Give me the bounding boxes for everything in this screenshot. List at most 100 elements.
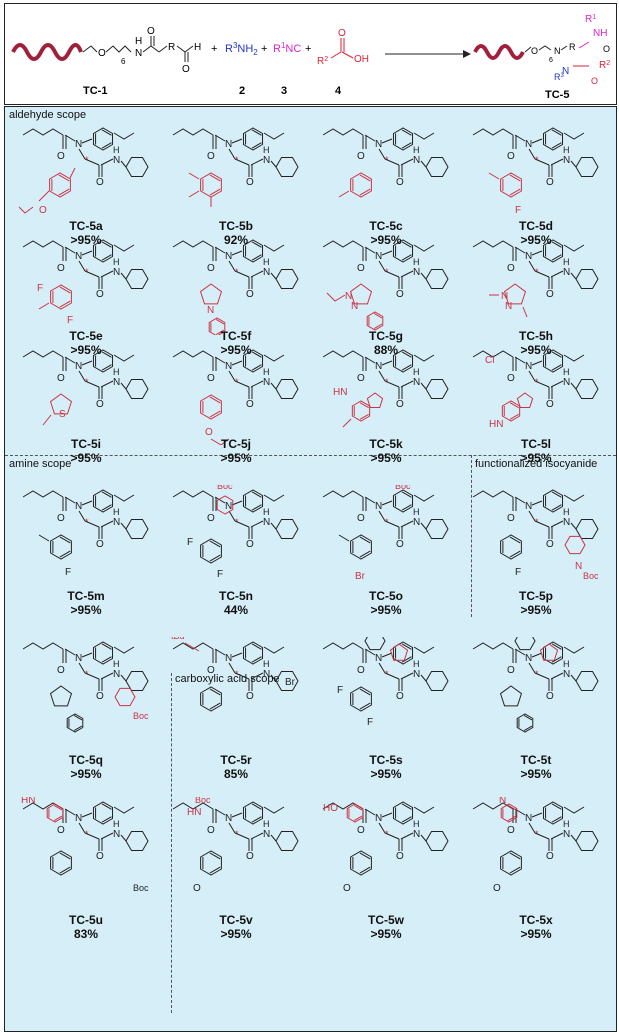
product-amide-n: N xyxy=(554,46,561,56)
linker-subscript: 6 xyxy=(121,57,126,66)
svg-text:N: N xyxy=(351,301,358,312)
plus-2: + xyxy=(261,43,267,55)
compound-id: TC-5m xyxy=(67,589,105,603)
svg-text:S: S xyxy=(59,409,66,420)
svg-text:H: H xyxy=(113,367,120,377)
compound-id: TC-5v xyxy=(219,913,253,927)
svg-text:O: O xyxy=(246,691,254,702)
section-aldehyde-scope: aldehyde scope xyxy=(9,109,87,121)
svg-text:O: O xyxy=(57,825,65,836)
svg-text:N: N xyxy=(413,517,420,528)
svg-text:N: N xyxy=(263,517,270,528)
svg-text:H: H xyxy=(563,145,570,155)
svg-text:N: N xyxy=(563,267,570,278)
svg-text:F: F xyxy=(367,717,373,728)
svg-text:N: N xyxy=(413,377,420,388)
product-r3-label: R3 xyxy=(554,72,565,82)
svg-text:N: N xyxy=(563,155,570,166)
reagent-3-number: 3 xyxy=(281,85,287,97)
svg-text:N: N xyxy=(113,267,120,278)
product-o-2: O xyxy=(591,76,598,86)
svg-text:O: O xyxy=(507,825,515,836)
svg-text:N: N xyxy=(375,813,382,824)
compound-id: TC-5n xyxy=(219,589,253,603)
section-isocyanide-scope: functionalized isocyanide xyxy=(475,458,598,470)
svg-text:O: O xyxy=(207,151,215,162)
structure-svg: ON*ONH xyxy=(322,127,449,198)
svg-text:N: N xyxy=(499,797,506,806)
svg-text:O: O xyxy=(493,883,501,894)
svg-text:H: H xyxy=(263,367,270,377)
structure-svg: ON*ONH xyxy=(472,631,599,733)
compound-label: TC-5f>95% xyxy=(161,329,311,357)
svg-text:Boc: Boc xyxy=(217,485,233,491)
svg-text:O: O xyxy=(396,289,404,300)
structure-tc-5c: ON*ONH xyxy=(315,123,461,228)
compound-yield: 88% xyxy=(373,343,399,357)
svg-text:O: O xyxy=(205,427,213,438)
compound-label: TC-5e>95% xyxy=(11,329,161,357)
compound-yield: >95% xyxy=(370,767,402,781)
product-r: R xyxy=(569,42,576,52)
svg-text:F: F xyxy=(515,567,521,578)
svg-text:N: N xyxy=(263,829,270,840)
svg-text:H: H xyxy=(563,819,570,829)
svg-text:HN: HN xyxy=(21,797,35,806)
compound-yield: >95% xyxy=(520,233,552,247)
svg-text:H: H xyxy=(263,507,270,517)
svg-text:Br: Br xyxy=(285,677,296,688)
svg-text:N: N xyxy=(263,377,270,388)
compound-label: TC-5d>95% xyxy=(461,219,611,247)
compound-yield: 92% xyxy=(223,233,249,247)
dna-strand-left xyxy=(11,43,83,61)
reagent-2-number: 2 xyxy=(239,85,245,97)
svg-text:N: N xyxy=(525,501,532,512)
svg-text:F: F xyxy=(515,205,521,216)
compound-label: TC-5h>95% xyxy=(461,329,611,357)
divider-horizontal xyxy=(5,455,616,456)
svg-text:O: O xyxy=(357,263,365,274)
amide-n: N xyxy=(135,48,142,59)
compound-yield: >95% xyxy=(370,451,402,465)
svg-text:N: N xyxy=(113,155,120,166)
svg-text:O: O xyxy=(507,665,515,676)
section-acid-scope: carboxylic acid scope xyxy=(175,673,280,685)
svg-text:O: O xyxy=(546,177,554,188)
svg-text:Boc: Boc xyxy=(583,571,599,581)
svg-text:N: N xyxy=(113,669,120,680)
compound-id: TC-5u xyxy=(69,913,103,927)
scope-panel: aldehyde scope amine scope functionalize… xyxy=(4,106,617,1032)
svg-text:O: O xyxy=(246,399,254,410)
svg-text:H: H xyxy=(413,819,420,829)
svg-text:O: O xyxy=(246,177,254,188)
svg-text:O: O xyxy=(207,263,215,274)
compound-id: TC-5d xyxy=(519,219,553,233)
compound-yield: >95% xyxy=(520,343,552,357)
compound-yield: >95% xyxy=(70,603,102,617)
reagent-2-formula: R3NH2 xyxy=(225,41,258,57)
structure-svg: ON*ONHBrtBu xyxy=(171,631,299,712)
structure-svg: ON*ONH xyxy=(172,127,299,207)
svg-text:F: F xyxy=(337,685,343,696)
structure-tc-5t: ON*ONH xyxy=(465,631,611,742)
svg-text:N: N xyxy=(75,813,82,824)
compound-id: TC-5f xyxy=(220,329,252,343)
linker-chain-left xyxy=(82,45,98,53)
compound-label: TC-5w>95% xyxy=(311,913,461,941)
svg-text:O: O xyxy=(207,373,215,384)
compound-yield: 83% xyxy=(73,927,99,941)
product-o-1: O xyxy=(603,44,610,54)
compound-id: TC-5s xyxy=(369,753,403,767)
compound-id: TC-5q xyxy=(69,753,103,767)
svg-text:Boc: Boc xyxy=(133,883,149,893)
